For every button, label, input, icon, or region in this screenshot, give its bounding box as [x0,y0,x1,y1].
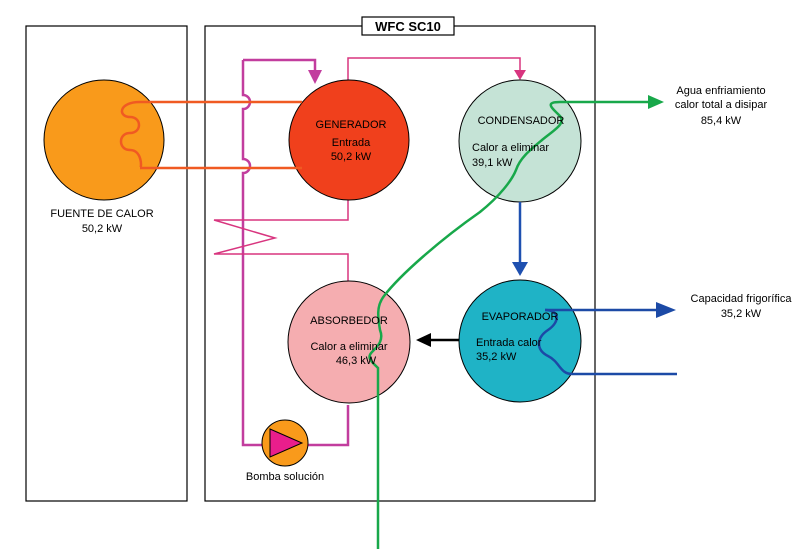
evaporator-to-absorber-arrowhead [416,333,431,347]
absorber-name: ABSORBEDOR [310,315,388,327]
system-title-box [361,16,455,36]
cooling-capacity-line1: Capacidad frigorífica [691,293,793,305]
evaporator-line2: 35,2 kW [476,351,517,363]
cooling-water-line2: calor total a disipar [675,99,768,111]
pump-label: Bomba solución [246,471,324,483]
pump-triangle-icon [269,428,304,458]
cooling-water-loop [368,100,654,549]
heat-source-label: FUENTE DE CALOR [50,208,153,220]
evaporator-name: EVAPORADOR [482,311,559,323]
generator-circle [288,79,410,201]
cooling-water-line1: Agua enfriamiento [676,85,765,97]
generator-line1: Entrada [332,137,371,149]
chilled-water-arrowhead [656,302,676,318]
condenser-name: CONDENSADOR [478,115,565,127]
condenser-line2: 39,1 kW [472,157,513,169]
cooling-water-arrowhead [648,95,664,109]
heat-source-box [25,25,188,502]
hot-water-loop [119,100,302,170]
solution-loop-arrowhead [308,70,322,84]
evaporator-line1: Entrada calor [476,337,542,349]
condenser-circle [458,79,582,203]
generator-line2: 50,2 kW [331,151,372,163]
cooling-water-line3: 85,4 kW [701,115,742,127]
generator-name: GENERADOR [316,119,387,131]
absorber-line2: 46,3 kW [336,355,377,367]
condenser-to-evaporator-arrowhead [512,262,528,276]
condenser-line1: Calor a eliminar [472,142,549,154]
cooling-capacity-line2: 35,2 kW [721,308,762,320]
refrigerant-arrowhead [514,70,526,80]
system-title: WFC SC10 [375,19,441,34]
absorber-line1: Calor a eliminar [310,341,387,353]
heat-source-value: 50,2 kW [82,223,123,235]
chilled-water-loop [537,308,677,376]
heat-source-circle [43,79,165,201]
